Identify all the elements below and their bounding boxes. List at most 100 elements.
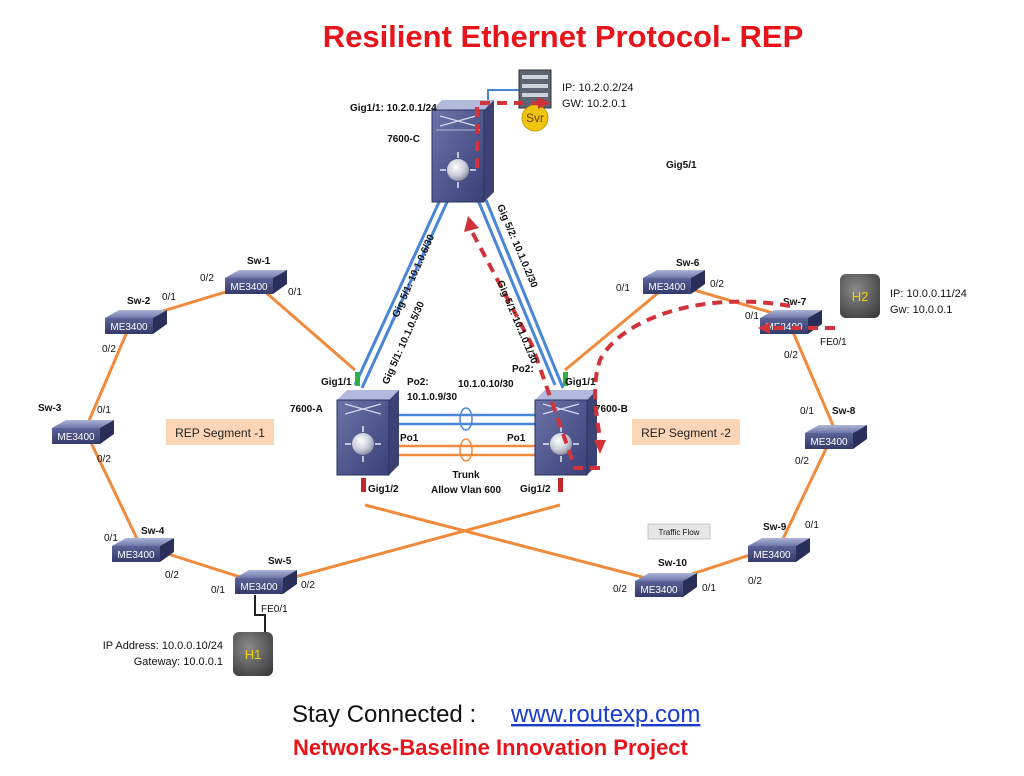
footer-project: Networks-Baseline Innovation Project bbox=[293, 735, 689, 760]
svg-text:0/2: 0/2 bbox=[613, 584, 627, 595]
svg-text:0/1: 0/1 bbox=[702, 583, 716, 594]
rep-segment-2: REP Segment -2 bbox=[632, 419, 740, 445]
po1-bundle-icon bbox=[459, 438, 473, 462]
router-7600-a[interactable] bbox=[336, 390, 399, 476]
flow-arrow-icon bbox=[758, 322, 770, 334]
host2-label: H2 bbox=[852, 289, 869, 304]
host1-label: H1 bbox=[245, 647, 262, 662]
port-marker-b-gig12 bbox=[558, 478, 563, 492]
svg-text:0/2: 0/2 bbox=[784, 350, 798, 361]
allow-vlan-label: Allow Vlan 600 bbox=[431, 485, 501, 496]
host1-ip: IP Address: 10.0.0.10/24 bbox=[103, 640, 223, 652]
b-po2-label: Po2: bbox=[512, 364, 534, 375]
a-po1-label: Po1 bbox=[400, 433, 419, 444]
h1-link bbox=[254, 595, 266, 632]
sw7-label: Sw-7 bbox=[783, 297, 807, 308]
switch-sw4[interactable]: ME3400 bbox=[112, 538, 174, 562]
svg-text:0/2: 0/2 bbox=[710, 279, 724, 290]
ring-port-labels: 0/2 0/1 0/1 0/2 0/1 0/2 0/1 0/2 0/1 0/2 … bbox=[97, 273, 847, 615]
sw6-label: Sw-6 bbox=[676, 258, 700, 269]
footer-link[interactable]: www.routexp.com bbox=[510, 701, 700, 728]
footer-stay-connected: Stay Connected : bbox=[292, 701, 476, 728]
switch-model: ME3400 bbox=[230, 282, 268, 293]
switch-model: ME3400 bbox=[110, 322, 148, 333]
svg-text:0/2: 0/2 bbox=[748, 576, 762, 587]
svg-text:0/2: 0/2 bbox=[200, 273, 214, 284]
trunk-label: Trunk bbox=[452, 470, 480, 481]
flow-arrow-icon bbox=[538, 97, 550, 109]
svg-text:0/1: 0/1 bbox=[211, 585, 225, 596]
traffic-flow-path bbox=[468, 101, 835, 470]
svg-text:0/2: 0/2 bbox=[795, 456, 809, 467]
svg-text:0/2: 0/2 bbox=[102, 344, 116, 355]
host2-gw: Gw: 10.0.0.1 bbox=[890, 304, 952, 316]
b-po1-label: Po1 bbox=[507, 433, 526, 444]
router-c-label: 7600-C bbox=[387, 134, 420, 145]
svg-text:Traffic Flow: Traffic Flow bbox=[659, 528, 700, 537]
switch-model: ME3400 bbox=[240, 582, 278, 593]
svg-text:0/2: 0/2 bbox=[165, 570, 179, 581]
svg-text:0/1: 0/1 bbox=[800, 406, 814, 417]
switch-sw5[interactable]: ME3400 bbox=[235, 570, 297, 594]
sw8-label: Sw-8 bbox=[832, 406, 856, 417]
a-po2-ip: 10.1.0.9/30 bbox=[407, 392, 457, 403]
router-a-label: 7600-A bbox=[290, 404, 323, 415]
rep-segment-1: REP Segment -1 bbox=[166, 419, 274, 445]
b-gig11-label: Gig1/1 bbox=[565, 377, 596, 388]
router-b-label: 7600-B bbox=[595, 404, 628, 415]
port-marker-b-gig11 bbox=[563, 372, 568, 386]
blue-links bbox=[353, 89, 565, 426]
switch-model: ME3400 bbox=[753, 550, 791, 561]
switch-sw1[interactable]: ME3400 bbox=[225, 270, 287, 294]
switch-model: ME3400 bbox=[640, 585, 678, 596]
sw5-label: Sw-5 bbox=[268, 556, 292, 567]
svg-text:FE0/1: FE0/1 bbox=[820, 337, 847, 348]
port-marker-a-gig11 bbox=[355, 372, 360, 386]
switch-sw2[interactable]: ME3400 bbox=[105, 310, 167, 334]
switch-model: ME3400 bbox=[765, 322, 803, 333]
switch-sw3[interactable]: ME3400 bbox=[52, 420, 114, 444]
po2-bundle-icon bbox=[459, 407, 473, 431]
host-icon bbox=[233, 632, 273, 676]
switch-sw9[interactable]: ME3400 bbox=[748, 538, 810, 562]
svg-text:0/1: 0/1 bbox=[805, 520, 819, 531]
router-icon bbox=[352, 433, 374, 455]
router-7600-b[interactable] bbox=[534, 390, 597, 476]
a-gig11-label: Gig1/1 bbox=[321, 377, 352, 388]
router-icon bbox=[447, 159, 469, 181]
sw4-label: Sw-4 bbox=[141, 526, 165, 537]
switch-model: ME3400 bbox=[810, 437, 848, 448]
a-gig12-label: Gig1/2 bbox=[368, 484, 399, 495]
host-h1[interactable]: H1 bbox=[233, 632, 273, 676]
svg-text:FE0/1: FE0/1 bbox=[261, 604, 288, 615]
traffic-flow-tag: Traffic Flow bbox=[647, 523, 711, 540]
gig51-label: Gig5/1 bbox=[666, 160, 697, 171]
flow-arrow-icon bbox=[594, 440, 606, 454]
host-h2[interactable]: H2 bbox=[840, 274, 880, 318]
server-label: Svr bbox=[526, 111, 544, 125]
host2-ip: IP: 10.0.0.11/24 bbox=[890, 288, 967, 300]
switch-sw8[interactable]: ME3400 bbox=[805, 425, 867, 449]
server[interactable]: Svr bbox=[518, 69, 552, 132]
svg-text:0/2: 0/2 bbox=[301, 580, 315, 591]
sw2-label: Sw-2 bbox=[127, 296, 151, 307]
b-po2-ip: 10.1.0.10/30 bbox=[458, 379, 514, 390]
c-to-server-label: Gig1/1: 10.2.0.1/24 bbox=[350, 103, 437, 114]
server-ip: IP: 10.2.0.2/24 bbox=[562, 82, 634, 94]
b-gig12-label: Gig1/2 bbox=[520, 484, 551, 495]
flow-arrow-icon bbox=[464, 216, 479, 232]
svg-text:0/1: 0/1 bbox=[616, 283, 630, 294]
switch-sw6[interactable]: ME3400 bbox=[643, 270, 705, 294]
svg-text:0/1: 0/1 bbox=[162, 292, 176, 303]
switch-model: ME3400 bbox=[117, 550, 155, 561]
host-icon bbox=[840, 274, 880, 318]
switch-model: ME3400 bbox=[648, 282, 686, 293]
page-title: Resilient Ethernet Protocol- REP bbox=[323, 19, 804, 54]
switch-sw10[interactable]: ME3400 bbox=[635, 573, 697, 597]
switch-model: ME3400 bbox=[57, 432, 95, 443]
host1-gw: Gateway: 10.0.0.1 bbox=[134, 656, 223, 668]
a-po2-label: Po2: bbox=[407, 377, 429, 388]
router-7600-c[interactable] bbox=[431, 100, 494, 203]
svg-text:0/1: 0/1 bbox=[97, 405, 111, 416]
